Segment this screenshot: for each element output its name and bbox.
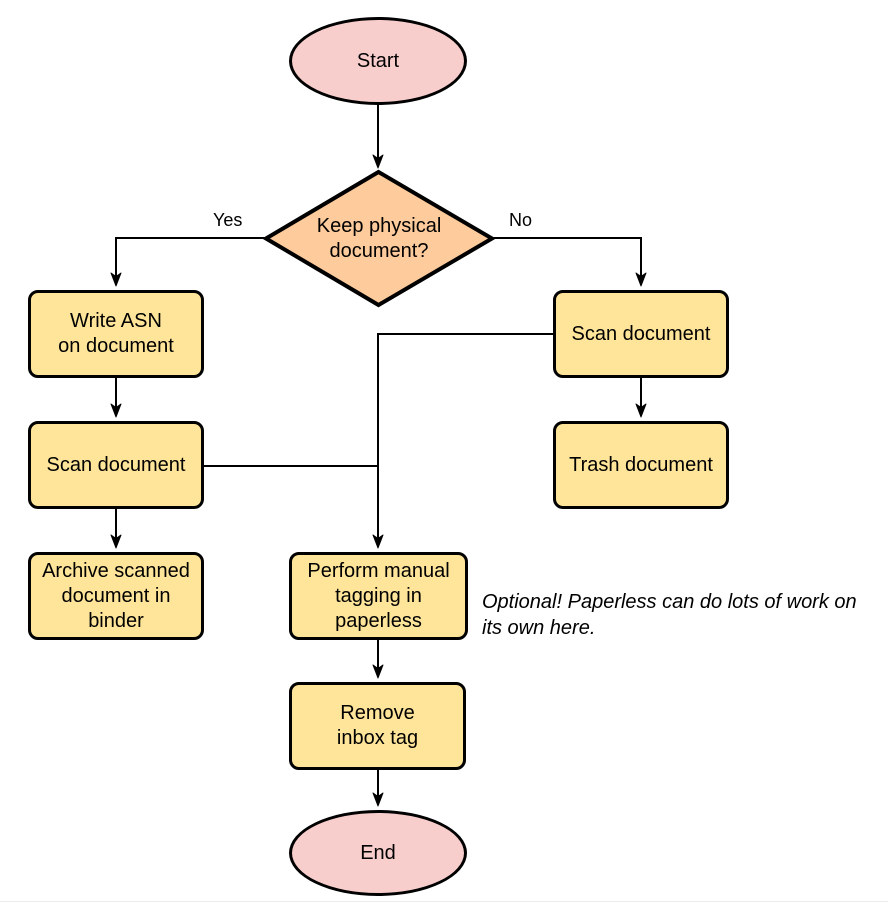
remove-inbox-tag-label: Remove inbox tag: [336, 702, 419, 749]
scan-document-right-node: Scan document: [553, 290, 729, 378]
archive-node: Archive scanned document in binder: [28, 552, 204, 640]
optional-note: Optional! Paperless can do lots of work …: [482, 591, 857, 639]
manual-tagging-label: Perform manual tagging in paperless: [307, 559, 450, 632]
decision-node: Keep physical document?: [266, 172, 492, 305]
start-node: Start: [289, 17, 467, 105]
decision-label: Keep physical document?: [316, 214, 442, 262]
edge-label-no: No: [507, 209, 535, 231]
edge-decision-no-to-scan-right: [491, 237, 647, 287]
write-asn-node: Write ASN on document: [28, 290, 204, 378]
edge-label-yes: Yes: [211, 209, 245, 231]
manual-tagging-node: Perform manual tagging in paperless: [289, 552, 468, 640]
edge-scan-right-to-tagging: [372, 333, 553, 549]
trash-document-node: Trash document: [553, 421, 729, 509]
remove-inbox-tag-node: Remove inbox tag: [289, 682, 466, 770]
start-label: Start: [356, 49, 400, 72]
trash-document-label: Trash document: [569, 453, 713, 476]
scan-document-left-node: Scan document: [28, 421, 204, 509]
archive-label: Archive scanned document in binder: [42, 559, 190, 632]
end-label: End: [360, 841, 396, 864]
edge-decision-yes-to-write-asn: [110, 237, 267, 287]
end-node: End: [289, 810, 467, 896]
write-asn-label: Write ASN on document: [58, 310, 174, 357]
scan-document-left-label: Scan document: [46, 453, 186, 476]
scan-document-right-label: Scan document: [571, 322, 711, 345]
decision-diamond-shape: [262, 169, 496, 308]
bottom-divider: [0, 901, 888, 902]
